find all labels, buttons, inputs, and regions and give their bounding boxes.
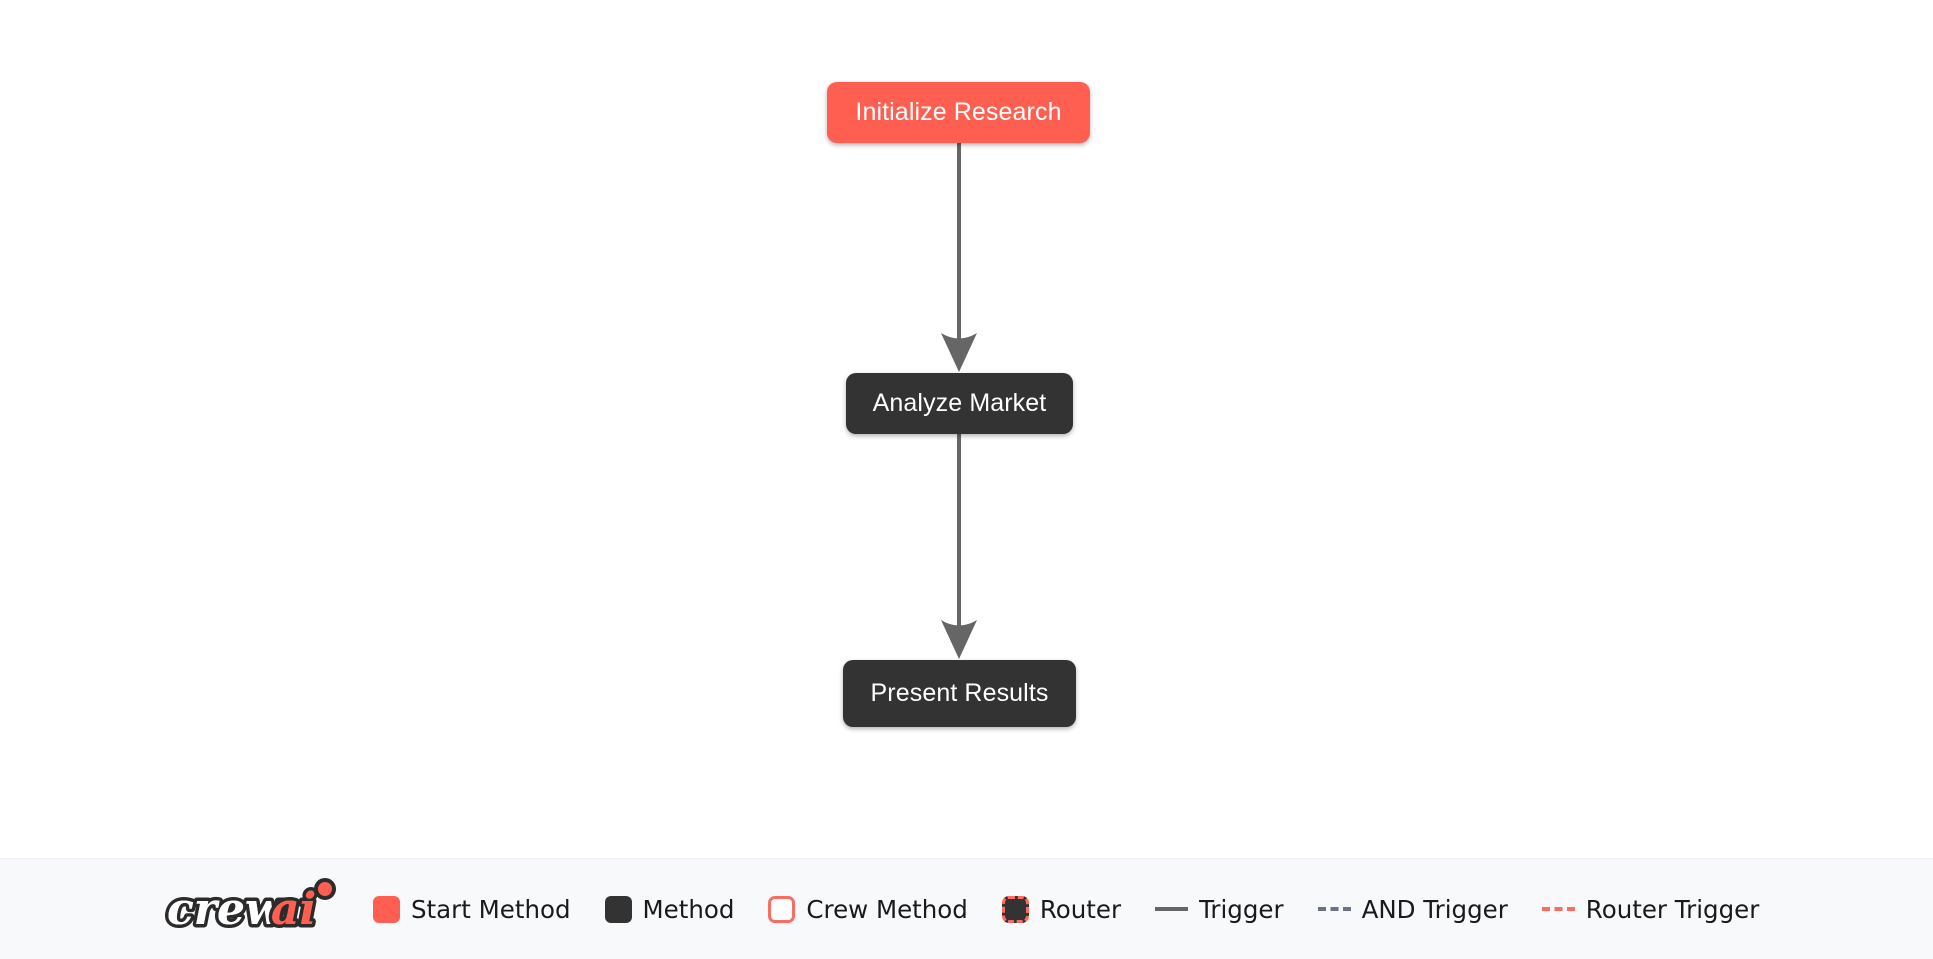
legend-label: Start Method <box>411 894 571 924</box>
flow-node-analyze-market[interactable]: Analyze Market <box>846 373 1073 434</box>
trigger-line-icon <box>1155 907 1189 911</box>
flow-canvas[interactable]: Initialize Research Analyze Market Prese… <box>0 0 1933 858</box>
svg-text:crew: crew <box>167 884 285 935</box>
start-method-swatch-icon <box>373 895 400 923</box>
and-trigger-line-icon <box>1317 907 1351 911</box>
node-label: Initialize Research <box>855 98 1062 126</box>
legend-item-router-trigger: Router Trigger <box>1541 894 1760 924</box>
legend-item-router: Router <box>1001 894 1122 924</box>
svg-text:crew: crew <box>167 884 285 935</box>
method-swatch-icon <box>604 895 632 923</box>
legend-label: Method <box>642 894 735 924</box>
router-trigger-line-icon <box>1541 907 1575 911</box>
legend-label: Router Trigger <box>1585 894 1760 924</box>
legend-item-and-trigger: AND Trigger <box>1317 894 1508 924</box>
legend-label: Crew Method <box>806 894 968 924</box>
legend-item-method: Method <box>604 894 735 924</box>
flow-node-initialize-research[interactable]: Initialize Research <box>827 82 1090 143</box>
legend-label: Trigger <box>1199 894 1284 924</box>
node-label: Present Results <box>870 679 1049 707</box>
edge-analyze-market-to-present-results <box>941 434 977 659</box>
edge-initialize-research-to-analyze-market <box>941 143 977 372</box>
legend-label: AND Trigger <box>1361 894 1508 924</box>
legend-label: Router <box>1039 894 1122 924</box>
node-label: Analyze Market <box>872 389 1047 417</box>
legend-bar: crew crew ai ai Start Method Method Crew… <box>0 858 1933 959</box>
crewai-logo: crew crew ai ai <box>165 878 336 939</box>
legend-item-trigger: Trigger <box>1155 895 1284 924</box>
edge-layer <box>941 143 977 659</box>
legend-item-start-method: Start Method <box>373 895 571 924</box>
legend-item-crew-method: Crew Method <box>768 894 968 924</box>
svg-text:ai: ai <box>271 884 316 935</box>
crew-method-swatch-icon <box>768 895 796 923</box>
router-swatch-icon <box>1001 895 1029 923</box>
svg-text:ai: ai <box>271 884 316 935</box>
flow-node-present-results[interactable]: Present Results <box>843 660 1076 727</box>
